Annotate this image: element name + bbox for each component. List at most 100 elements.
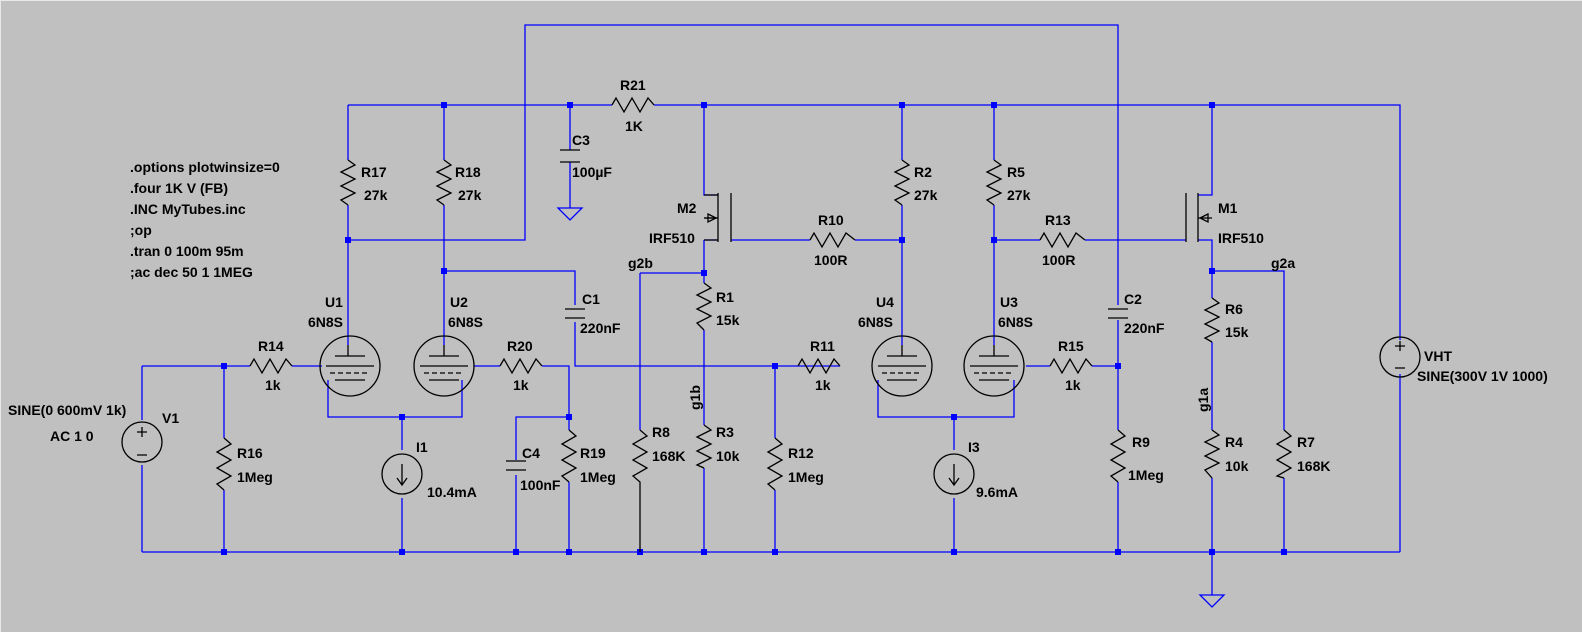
directive-line: .options plotwinsize=0	[130, 159, 280, 175]
capacitor-c1[interactable]: C1 220nF	[565, 291, 621, 336]
label-c1-name: C1	[582, 291, 600, 307]
label-u3-name: U3	[1000, 294, 1018, 310]
label-v1-value: SINE(0 600mV 1k)	[8, 402, 126, 418]
label-v1-name: V1	[162, 410, 179, 426]
label-r3-name: R3	[716, 424, 734, 440]
label-r12-value: 1Meg	[788, 469, 824, 485]
label-u3-value: 6N8S	[998, 314, 1033, 330]
resistor-r15[interactable]: R15 1k	[1049, 338, 1093, 393]
label-r11-value: 1k	[815, 377, 831, 393]
resistor-r5[interactable]: R5 27k	[985, 159, 1031, 206]
label-r16-value: 1Meg	[237, 469, 273, 485]
label-r2-value: 27k	[914, 187, 938, 203]
resistor-r4[interactable]: R4 10k	[1203, 429, 1249, 479]
resistor-r6[interactable]: R6 15k	[1203, 297, 1249, 343]
ground-icon	[1198, 594, 1226, 608]
resistor-r8[interactable]: R8 168K	[631, 424, 685, 552]
resistor-r1[interactable]: R1 15k	[695, 282, 740, 331]
resistor-r18[interactable]: R18 27k	[435, 159, 482, 206]
net-label-g2a: g2a	[1271, 255, 1295, 271]
net-label-g1b: g1b	[687, 385, 703, 410]
ground-icon	[556, 207, 584, 221]
resistor-r7[interactable]: R7 168K	[1275, 429, 1330, 479]
label-r13-name: R13	[1045, 212, 1071, 228]
label-r15-value: 1k	[1065, 377, 1081, 393]
directive-line: ;ac dec 50 1 1MEG	[130, 264, 253, 280]
label-r19-name: R19	[580, 445, 606, 461]
resistor-r19[interactable]: R19 1Meg	[560, 429, 616, 485]
resistor-r17[interactable]: R17 27k	[339, 159, 388, 206]
label-r21-name: R21	[620, 77, 646, 93]
label-vht-value: SINE(300V 1V 1000)	[1417, 368, 1548, 384]
label-r6-value: 15k	[1225, 324, 1249, 340]
net-label-g1a: g1a	[1195, 388, 1211, 412]
resistor-r10[interactable]: R10 100R	[809, 212, 856, 268]
label-r14-value: 1k	[265, 377, 281, 393]
window-left-edge	[0, 0, 1, 632]
directive-line: .tran 0 100m 95m	[130, 243, 244, 259]
tube-u3[interactable]: U3 6N8S	[963, 294, 1033, 397]
label-r17-value: 27k	[364, 187, 388, 203]
resistor-r13[interactable]: R13 100R	[1039, 212, 1086, 268]
current-source-i1[interactable]: I1 10.4mA	[381, 439, 477, 500]
spice-directives[interactable]: .options plotwinsize=0 .four 1K V (FB) .…	[130, 159, 280, 280]
label-r14-name: R14	[258, 338, 284, 354]
voltage-source-v1[interactable]: V1 SINE(0 600mV 1k) AC 1 0	[8, 402, 179, 463]
label-r17-name: R17	[361, 164, 387, 180]
wires	[141, 24, 1401, 595]
label-r9-value: 1Meg	[1128, 467, 1164, 483]
resistor-r3[interactable]: R3 10k	[695, 424, 740, 469]
label-r10-name: R10	[818, 212, 844, 228]
resistor-r14[interactable]: R14 1k	[249, 338, 293, 393]
label-i1-name: I1	[416, 439, 428, 455]
label-r5-value: 27k	[1007, 187, 1031, 203]
label-r8-name: R8	[652, 424, 670, 440]
label-m2-value: IRF510	[649, 230, 695, 246]
tube-u1[interactable]: U1 6N8S	[308, 294, 381, 397]
voltage-source-vht[interactable]: VHT SINE(300V 1V 1000)	[1379, 336, 1548, 384]
resistor-r20[interactable]: R20 1k	[499, 338, 543, 393]
label-u1-value: 6N8S	[308, 314, 343, 330]
label-c3-value: 100µF	[572, 164, 612, 180]
label-r10-value: 100R	[814, 252, 847, 268]
label-r16-name: R16	[237, 445, 263, 461]
label-c4-name: C4	[522, 445, 540, 461]
current-source-i3[interactable]: I3 9.6mA	[933, 439, 1018, 500]
label-m1-value: IRF510	[1218, 230, 1264, 246]
label-r2-name: R2	[914, 164, 932, 180]
mosfet-m1[interactable]: M1 IRF510	[1185, 193, 1264, 246]
label-c4-value: 100nF	[520, 477, 561, 493]
resistor-r11[interactable]: R11 1k	[797, 338, 841, 393]
directive-line: ;op	[130, 222, 152, 238]
window-top-edge	[0, 0, 1582, 1]
label-r19-value: 1Meg	[580, 469, 616, 485]
tube-u4[interactable]: U4 6N8S	[858, 294, 933, 397]
capacitor-c2[interactable]: C2 220nF	[1108, 291, 1165, 336]
label-i1-value: 10.4mA	[427, 484, 477, 500]
tube-u2[interactable]: U2 6N8S	[413, 294, 483, 397]
label-v1-ac: AC 1 0	[50, 428, 94, 444]
capacitor-c4[interactable]: C4 100nF	[506, 445, 561, 493]
resistor-r21[interactable]: R21 1K	[611, 77, 655, 134]
label-r20-value: 1k	[513, 377, 529, 393]
label-vht-name: VHT	[1424, 348, 1452, 364]
label-m2-name: M2	[677, 200, 697, 216]
label-c2-name: C2	[1124, 291, 1142, 307]
resistor-r12[interactable]: R12 1Meg	[766, 437, 824, 491]
resistor-r9[interactable]: R9 1Meg	[1109, 429, 1164, 483]
mosfet-m2[interactable]: M2 IRF510	[649, 193, 732, 246]
label-r18-name: R18	[455, 164, 481, 180]
directive-line: .INC MyTubes.inc	[130, 201, 246, 217]
resistor-r16[interactable]: R16 1Meg	[215, 437, 273, 491]
label-r8-value: 168K	[652, 448, 685, 464]
label-c1-value: 220nF	[580, 320, 621, 336]
label-u4-name: U4	[876, 294, 894, 310]
label-r4-value: 10k	[1225, 458, 1249, 474]
label-r12-name: R12	[788, 445, 814, 461]
label-r4-name: R4	[1225, 434, 1243, 450]
label-i3-name: I3	[968, 439, 980, 455]
capacitor-c3[interactable]: C3 100µF	[560, 132, 612, 180]
label-r21-value: 1K	[625, 118, 643, 134]
resistor-r2[interactable]: R2 27k	[893, 159, 938, 206]
